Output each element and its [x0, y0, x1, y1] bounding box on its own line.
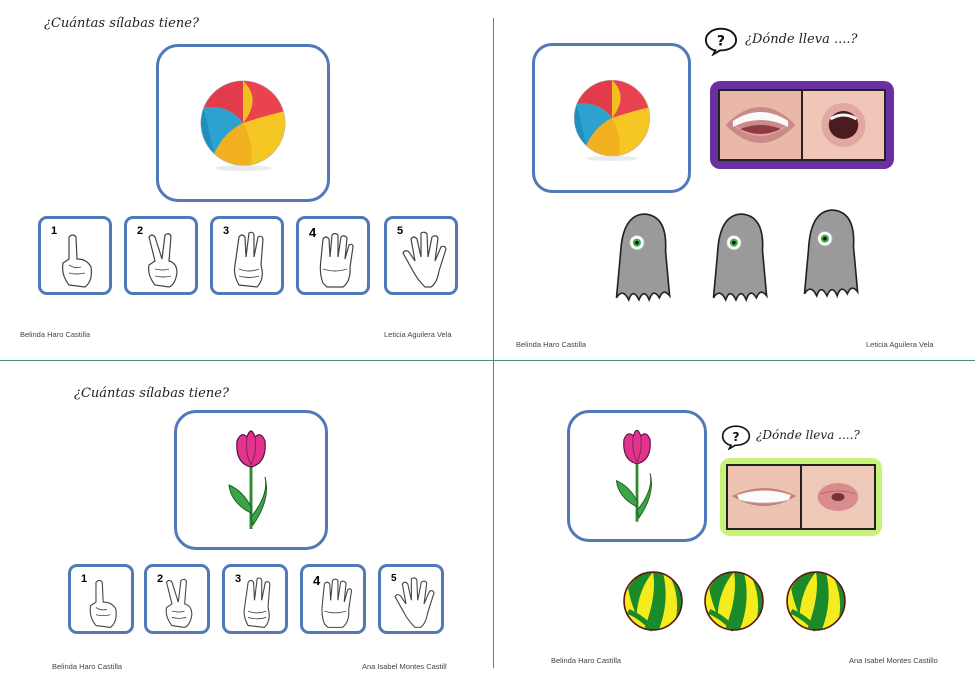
hand-two-fingers-icon: [165, 578, 193, 628]
number-label: 4: [313, 573, 321, 588]
vertical-divider: [493, 18, 494, 668]
credit-right: Leticia Aguilera Vela: [866, 340, 934, 349]
number-label: 4: [309, 225, 317, 240]
tulip-picture: [609, 424, 665, 528]
number-label: 5: [397, 225, 404, 237]
picture-box[interactable]: [174, 410, 328, 550]
number-box-2[interactable]: 2: [124, 216, 198, 295]
number-box-5[interactable]: 5: [378, 564, 444, 634]
hand-four-fingers-icon: [321, 578, 352, 628]
hand-four-fingers-icon: [319, 232, 354, 288]
hand-one-finger-icon: [89, 579, 117, 628]
hand-three-fingers-icon: [233, 231, 264, 288]
horizontal-divider: [0, 360, 975, 361]
picture-box[interactable]: [532, 43, 691, 193]
mouth-open-round-photo: [801, 91, 884, 159]
beach-ball-picture: [569, 75, 655, 161]
mouth-smile-teeth-photo: [728, 466, 800, 528]
credit-right: Ana Isabel Montes Castillo: [849, 656, 938, 665]
number-box-4[interactable]: 4: [296, 216, 370, 295]
mouth-photo-frame: [710, 81, 894, 169]
credit-right: Ana Isabel Montes Castill: [362, 662, 447, 671]
credit-left: Belinda Haro Castilla: [551, 656, 622, 665]
number-label: 2: [137, 225, 144, 237]
beach-ball-picture: [195, 75, 291, 171]
hand-five-fingers-icon: [394, 577, 435, 628]
card-title: ¿Cuántas sílabas tiene?: [44, 16, 199, 31]
hand-one-finger-icon: [62, 234, 92, 288]
number-box-5[interactable]: 5: [384, 216, 458, 295]
ghost-3[interactable]: [797, 208, 861, 302]
ghost-1[interactable]: [609, 212, 673, 306]
mouth-photo-frame: [720, 458, 882, 536]
hand-five-fingers-icon: [402, 231, 447, 288]
mouth-pursed-lips-photo: [800, 466, 874, 528]
speech-question-icon: [721, 424, 751, 450]
number-label: 1: [81, 573, 88, 585]
number-label: 1: [51, 225, 58, 237]
question-text: ¿Dónde lleva ....?: [756, 428, 860, 442]
card-title: ¿Cuántas sílabas tiene?: [74, 386, 229, 401]
tulip-picture: [221, 425, 281, 535]
credit-left: Belinda Haro Castilla: [20, 330, 91, 339]
picture-box[interactable]: [567, 410, 707, 542]
striped-ball-3[interactable]: [785, 570, 847, 632]
speech-question-icon: [704, 26, 738, 56]
number-box-1[interactable]: 1: [38, 216, 112, 295]
number-box-2[interactable]: 2: [144, 564, 210, 634]
number-box-3[interactable]: 3: [210, 216, 284, 295]
striped-ball-1[interactable]: [622, 570, 684, 632]
picture-box[interactable]: [156, 44, 330, 202]
question-text: ¿Dónde lleva ....?: [745, 32, 858, 47]
credit-right: Leticia Aguilera Vela: [384, 330, 452, 339]
ghost-2[interactable]: [706, 212, 770, 306]
credit-left: Belinda Haro Castilla: [516, 340, 587, 349]
number-label: 3: [235, 573, 242, 585]
hand-three-fingers-icon: [243, 577, 271, 628]
number-box-1[interactable]: 1: [68, 564, 134, 634]
number-box-4[interactable]: 4: [300, 564, 366, 634]
mouth-tongue-behind-teeth-photo: [720, 91, 801, 159]
striped-ball-2[interactable]: [703, 570, 765, 632]
number-label: 2: [157, 573, 164, 585]
hand-two-fingers-icon: [148, 233, 178, 288]
number-label: 5: [391, 573, 397, 584]
number-label: 3: [223, 225, 230, 237]
credit-left: Belinda Haro Castilla: [52, 662, 123, 671]
number-box-3[interactable]: 3: [222, 564, 288, 634]
